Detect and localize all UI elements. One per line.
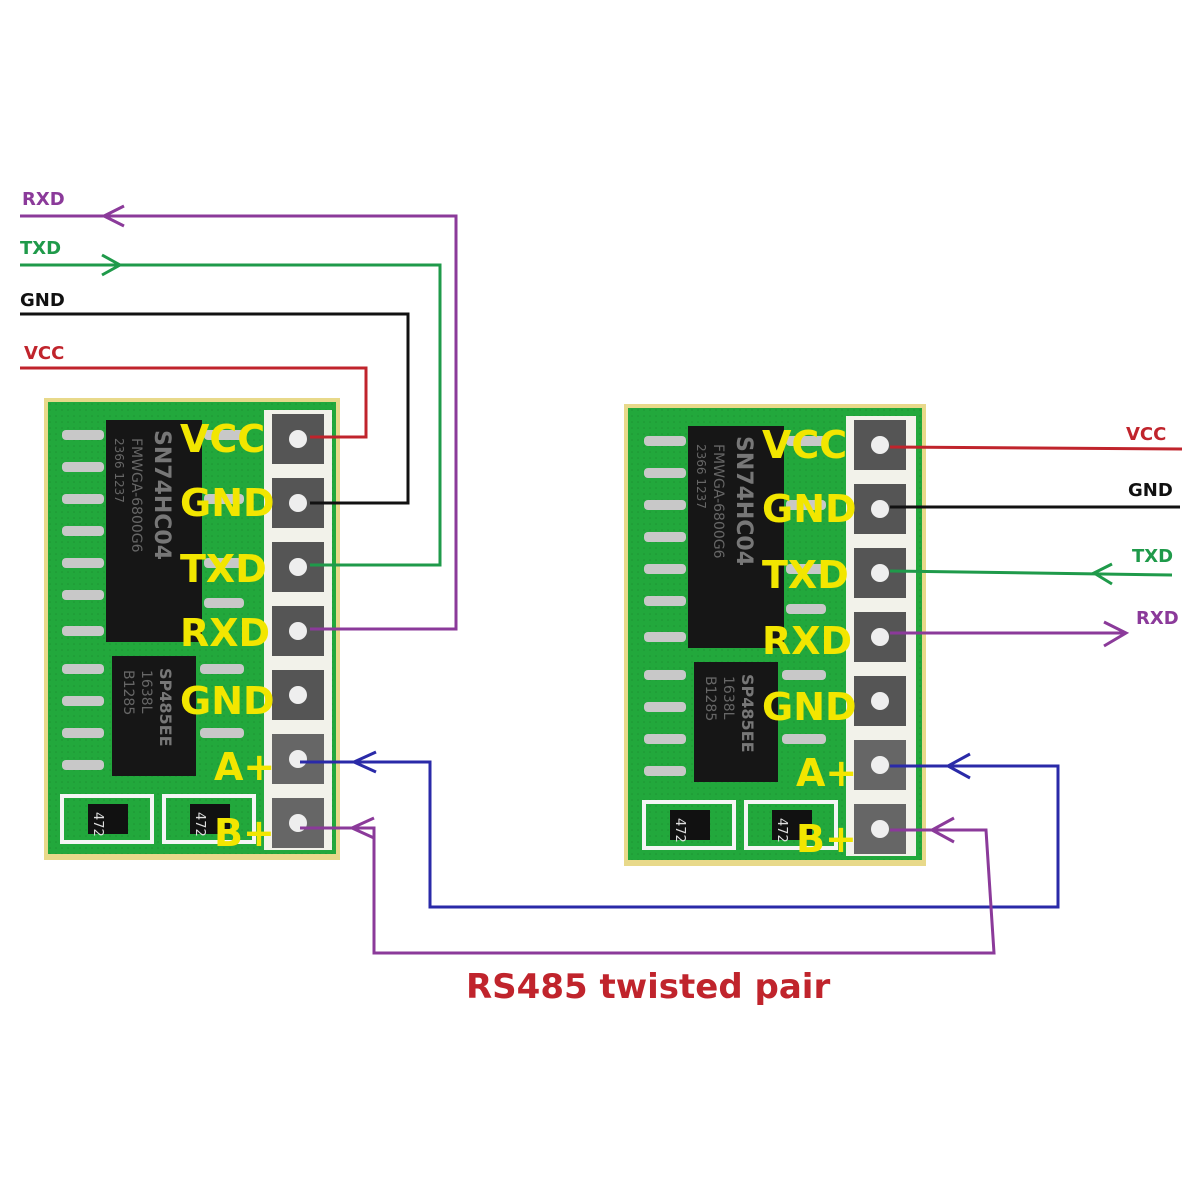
left-ic-legs [62,430,244,770]
left-wires [20,204,458,631]
left-rxd-arrow [100,204,125,228]
right-pin-gnd2: GND [762,685,857,729]
right-txd-wire [889,569,1173,577]
right-label-vcc: VCC [1126,424,1166,445]
left-resistor-2 [162,794,256,844]
left-module: SN74HC04 FMWGA-6800G6 2366 1237 SP485EE … [44,398,340,860]
b-line-arrow-left [348,816,375,840]
right-ic1-sub: FMWGA-6800G6 [710,444,726,559]
left-txd-wire [20,263,442,567]
left-resistor-2-body [190,804,230,834]
right-pin-pads [854,420,906,854]
left-label-vcc: VCC [24,343,64,364]
left-pin-vcc: VCC [180,417,265,461]
left-pin-pads [272,414,324,848]
right-pin-a: A+ [796,751,857,795]
right-txd-arrow [1090,562,1113,586]
left-label-txd: TXD [20,238,61,259]
left-vcc-wire [20,366,368,439]
right-ic2-code: B1285 [702,676,718,721]
left-ic2-code: B1285 [120,670,136,715]
right-ic2 [694,662,778,782]
left-resistor-1-body [88,804,128,834]
right-module: SN74HC04 FMWGA-6800G6 2366 1237 SP485EE … [624,404,926,866]
right-ic1-code: 2366 1237 [694,444,708,509]
right-wires [889,445,1183,648]
right-pin-gnd: GND [762,487,857,531]
right-pin-vcc: VCC [762,423,847,467]
left-resistor-1-label: 472 [90,812,105,837]
left-ic2 [112,656,196,776]
right-label-txd: TXD [1132,546,1173,567]
left-pin-labels: VCC GND TXD RXD GND A+ B+ [180,417,275,855]
right-resistor-2 [744,800,838,850]
right-resistor-2-body [772,810,812,840]
rs485-pair [300,750,1060,955]
left-pin-b: B+ [214,811,275,855]
left-rxd-wire [20,214,458,631]
right-pin-b: B+ [796,817,857,861]
left-pin-rxd: RXD [180,611,270,655]
left-ic1 [106,420,202,642]
left-resistor-1 [60,794,154,844]
left-pin-txd: TXD [180,547,267,591]
left-ic1-label: SN74HC04 [149,430,174,560]
right-resistor-1 [642,800,736,850]
left-label-gnd: GND [20,290,65,311]
right-label-gnd: GND [1128,480,1173,501]
left-gnd-wire [20,312,410,505]
left-ic2-sub: 1638L [138,670,154,714]
right-ic2-label: SP485EE [738,674,757,753]
right-vcc-wire [889,445,1183,451]
right-wire-labels: VCC GND TXD RXD [1126,424,1179,629]
right-resistor-2-label: 472 [774,818,789,843]
right-resistor-1-label: 472 [672,818,687,843]
b-line-arrow-right [928,816,955,844]
a-line [300,760,1060,909]
right-ic2-sub: 1638L [720,676,736,720]
right-pin-txd: TXD [762,553,849,597]
right-pin-rxd: RXD [762,619,852,663]
left-ic1-sub: FMWGA-6800G6 [128,438,144,553]
left-ic2-label: SP485EE [156,668,175,747]
left-wire-labels: RXD TXD GND VCC [20,189,65,364]
rs485-caption: RS485 twisted pair [466,967,830,1007]
right-ic1-label: SN74HC04 [731,436,756,566]
right-pin-labels: VCC GND TXD RXD GND A+ B+ [762,423,857,861]
right-rxd-arrow [1103,620,1130,648]
a-line-arrow-right [944,752,971,780]
left-pin-a: A+ [214,745,275,789]
right-ic1 [688,426,784,648]
left-txd-arrow [101,253,124,277]
left-resistor-2-label: 472 [192,812,207,837]
right-resistor-1-body [670,810,710,840]
left-ic1-code: 2366 1237 [112,438,126,503]
left-pin-gnd2: GND [180,679,275,723]
b-line [300,826,996,955]
left-label-rxd: RXD [22,189,65,210]
left-pin-gnd: GND [180,481,275,525]
right-ic-legs [644,436,826,776]
a-line-arrow-left [350,750,377,774]
right-label-rxd: RXD [1136,608,1179,629]
